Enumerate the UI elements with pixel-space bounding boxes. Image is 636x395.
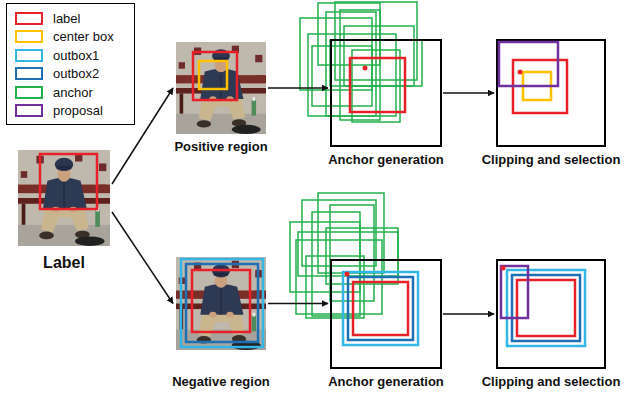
legend-swatch <box>15 104 43 117</box>
legend-row: proposal <box>7 102 134 121</box>
legend-text: center box <box>53 29 114 44</box>
flow-arrow <box>112 212 173 304</box>
image-panel: Clipping and selection <box>497 40 605 146</box>
image-panel: Negative region <box>176 257 266 350</box>
image-panel: Clipping and selection <box>497 260 605 368</box>
legend-swatch <box>15 86 43 99</box>
flow-arrow <box>268 303 328 305</box>
legend-text: anchor <box>53 85 93 100</box>
flow-arrow <box>268 87 328 89</box>
panel-caption: Clipping and selection <box>482 375 621 390</box>
clipping-top <box>497 40 605 146</box>
panel-caption: Clipping and selection <box>482 153 621 168</box>
anchor-generation-bottom <box>290 193 441 368</box>
image-panel: Positive region <box>176 42 266 134</box>
legend-swatch <box>15 30 43 43</box>
positive-photo <box>176 42 266 134</box>
legend-row: outbox1 <box>7 46 134 65</box>
clipping-bottom <box>497 260 605 368</box>
label-photo <box>18 150 110 246</box>
legend-row: anchor <box>7 83 134 102</box>
legend-row: outbox2 <box>7 65 134 84</box>
negative-photo <box>176 257 266 350</box>
legend-text: label <box>53 11 80 26</box>
panel-caption: Label <box>43 254 85 272</box>
legend-swatch <box>15 49 43 62</box>
legend-swatch <box>15 67 43 80</box>
image-panel: Anchor generation <box>331 260 441 368</box>
panel-caption: Positive region <box>174 140 267 155</box>
legend-text: outbox1 <box>53 48 99 63</box>
image-panel: Label <box>18 150 110 246</box>
image-panel: Anchor generation <box>331 40 441 146</box>
legend-text: outbox2 <box>53 66 99 81</box>
panel-caption: Negative region <box>172 375 270 390</box>
legend-text: proposal <box>53 103 103 118</box>
anchor-generation-top <box>300 2 441 146</box>
legend-swatch <box>15 12 43 25</box>
legend-row: center box <box>7 28 134 47</box>
panel-caption: Anchor generation <box>328 153 444 168</box>
legend-row: label <box>7 9 134 28</box>
legend-box: label center box outbox1 outbox2 anchor propo… <box>6 3 135 125</box>
flow-arrow <box>443 313 494 315</box>
panel-caption: Anchor generation <box>328 375 444 390</box>
flow-arrow <box>443 92 494 94</box>
